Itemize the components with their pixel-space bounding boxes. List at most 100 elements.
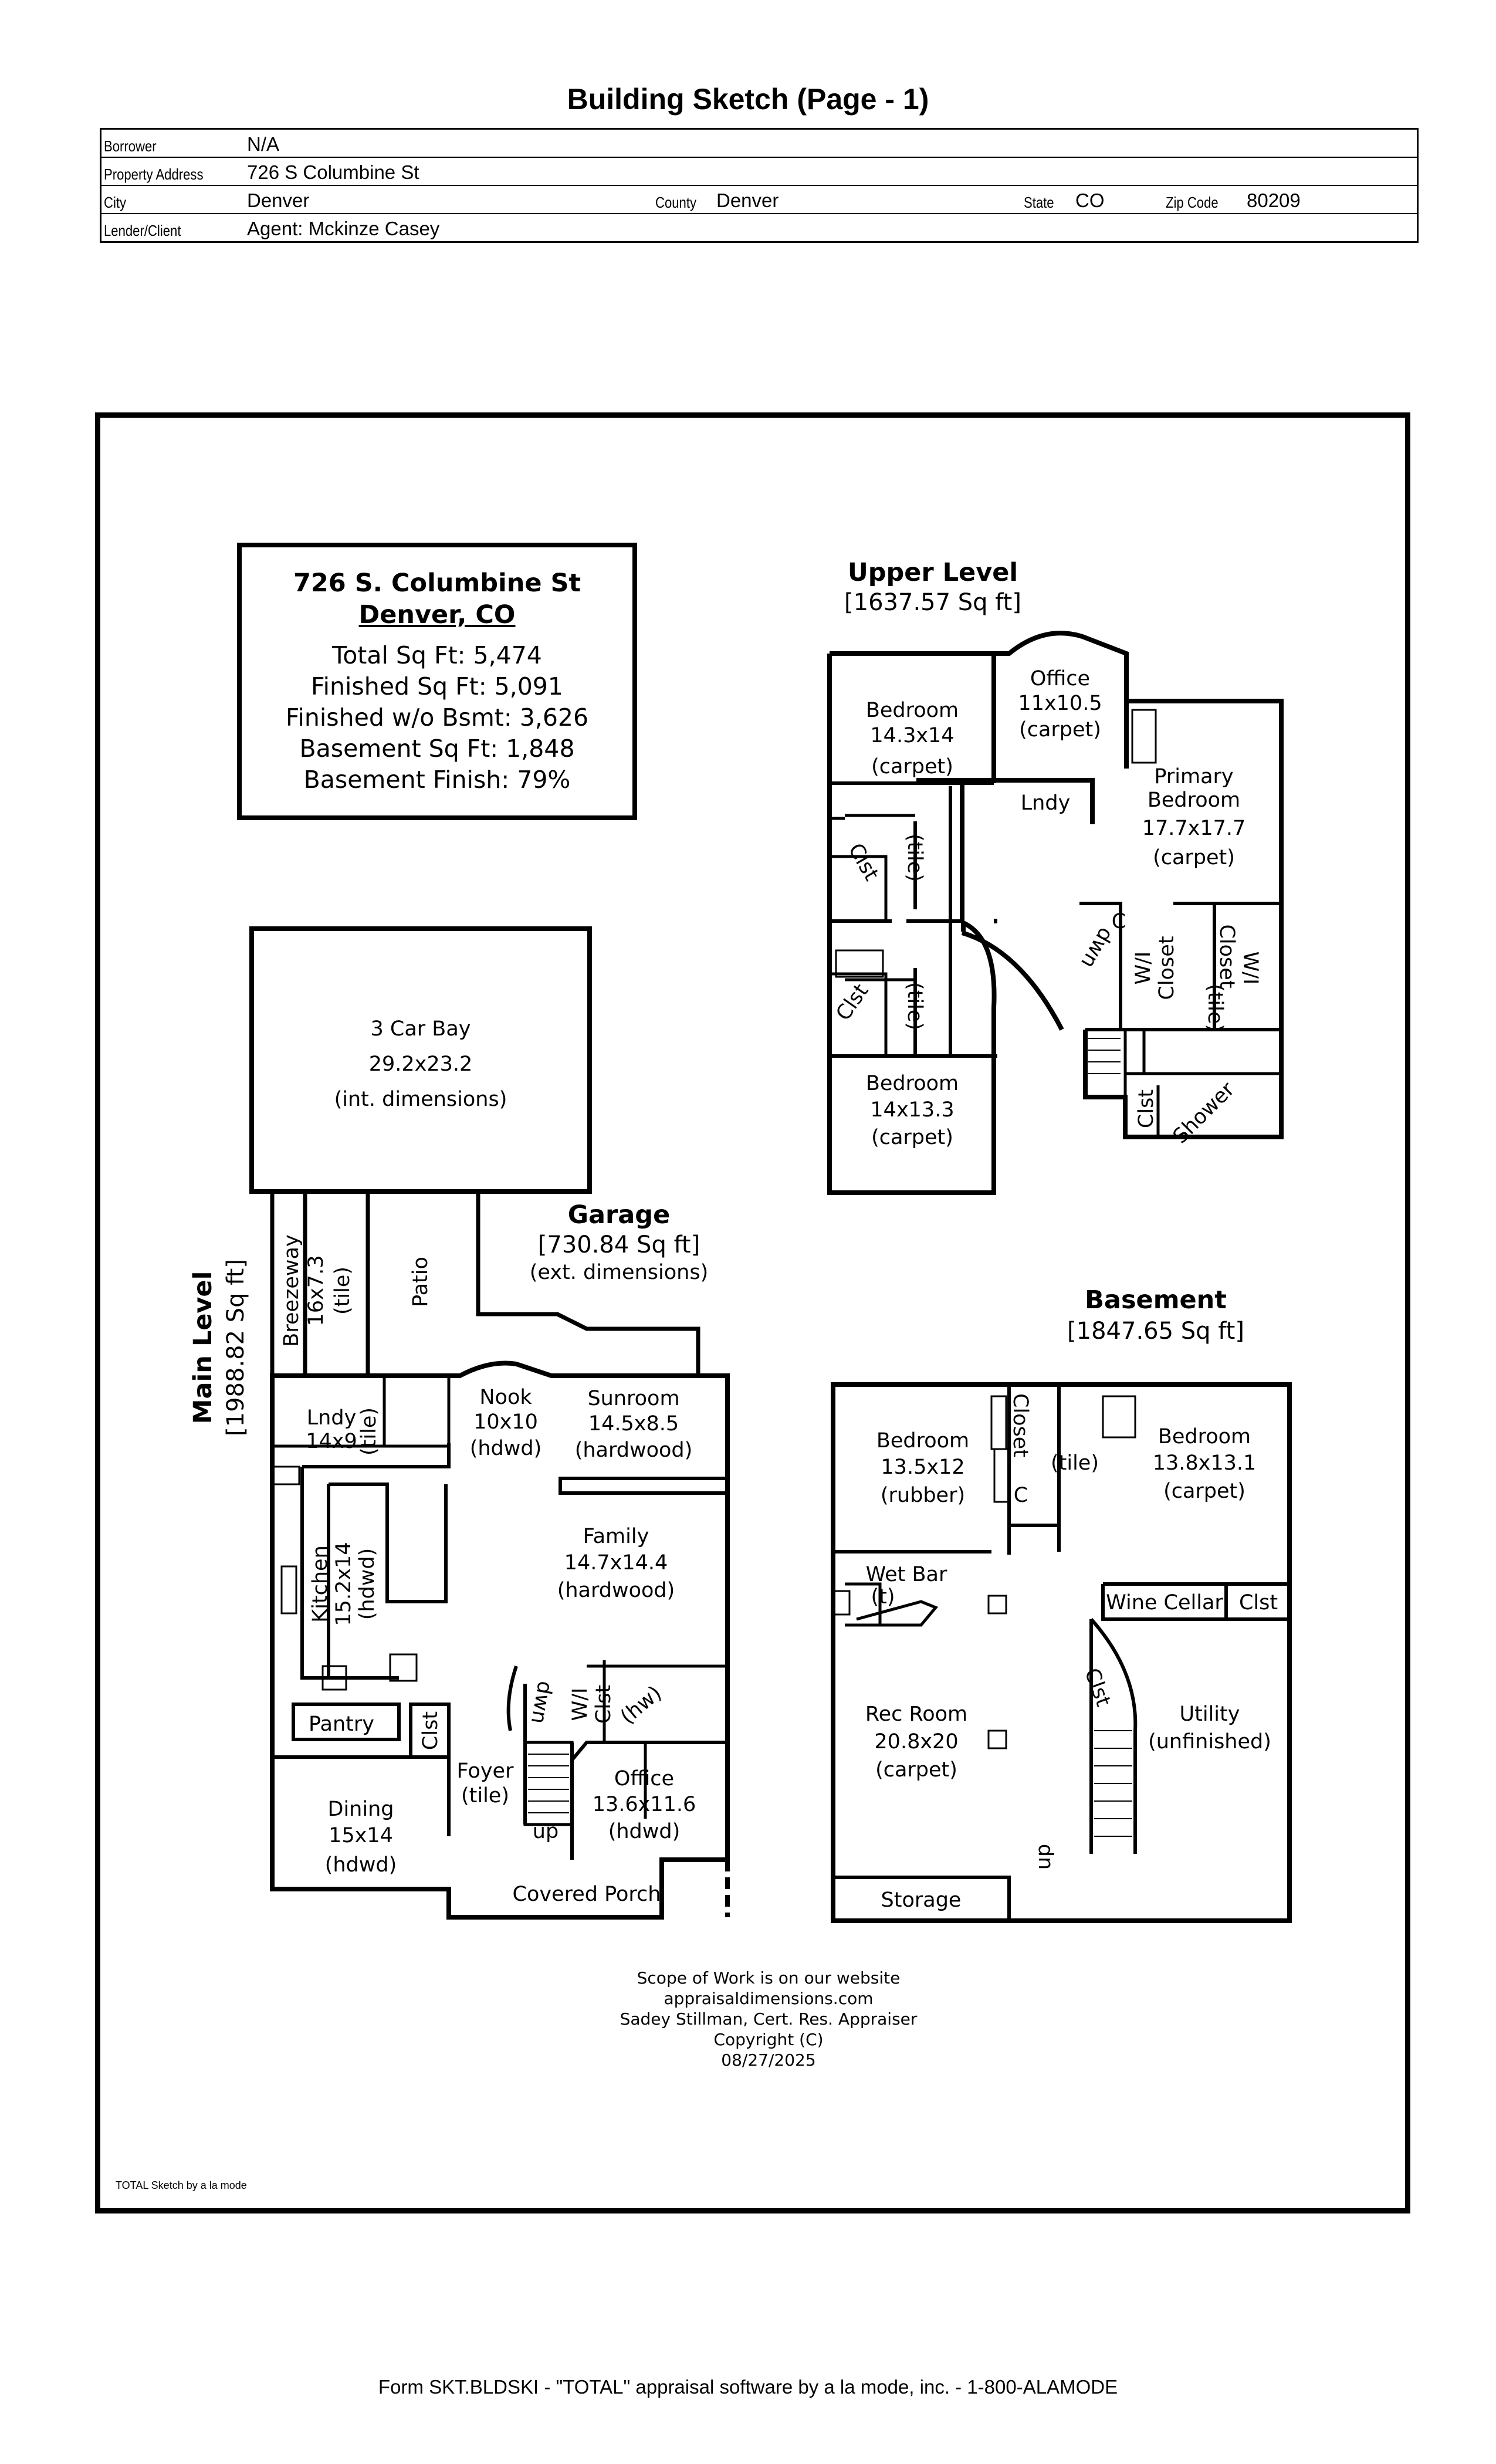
upper-office-name: Office — [1030, 667, 1090, 691]
summary-basement-finish: Basement Finish: 79% — [303, 766, 571, 794]
upper-wi1-a: W/I — [1132, 952, 1155, 985]
bsmt-wetbar-name: Wet Bar — [866, 1563, 947, 1586]
borrower-value: N/A — [247, 133, 280, 155]
upper-office-size: 11x10.5 — [1018, 692, 1102, 715]
upper-lndy: Lndy — [1021, 791, 1071, 815]
upper-level-walls — [827, 631, 1284, 1195]
upper-tile3: (tile) — [1203, 984, 1227, 1032]
summary-total: Total Sq Ft: 5,474 — [332, 641, 542, 669]
upper-bedroom2-floor: (carpet) — [871, 1126, 953, 1149]
upper-wi2-b: Closet — [1215, 924, 1238, 988]
address-label: Property Address — [104, 165, 204, 183]
main-kitchen-size: 15.2x14 — [332, 1542, 356, 1626]
property-header-table: Borrower N/A Property Address 726 S Colu… — [100, 128, 1419, 243]
breezeway-floor: (tile) — [331, 1267, 354, 1315]
bsmt-bedroom1-name: Bedroom — [876, 1429, 969, 1453]
main-clst: Clst — [419, 1711, 442, 1750]
bsmt-bedroom2-floor: (carpet) — [1163, 1480, 1245, 1503]
patio-label: Patio — [409, 1257, 432, 1307]
main-dining-name: Dining — [328, 1798, 394, 1821]
garage-bay-size: 29.2x23.2 — [369, 1052, 473, 1076]
bsmt-c: C — [1014, 1484, 1028, 1507]
bsmt-clst2: Clst — [1079, 1665, 1115, 1710]
bsmt-winecellar: Wine Cellar — [1106, 1591, 1223, 1615]
bsmt-storage: Storage — [881, 1888, 962, 1912]
main-sunroom-floor: (hardwood) — [575, 1439, 693, 1462]
appraiser-credits: Scope of Work is on our website appraisa… — [563, 1968, 974, 2070]
main-dining-floor: (hdwd) — [325, 1853, 397, 1877]
lender-value: Agent: Mckinze Casey — [247, 218, 440, 239]
credits-line5: 08/27/2025 — [721, 2050, 816, 2070]
main-dining-size: 15x14 — [329, 1824, 393, 1847]
fixtures — [272, 709, 1157, 1749]
upper-bedroom2-name: Bedroom — [866, 1072, 959, 1095]
upper-c: C — [1112, 910, 1126, 933]
bsmt-clst: Clst — [1239, 1591, 1278, 1615]
address-row: Property Address 726 S Columbine St — [100, 157, 1418, 186]
main-lndy-size: 14x9 — [306, 1430, 357, 1453]
main-up: up — [533, 1820, 559, 1843]
summary-street: 726 S. Columbine St — [293, 568, 581, 598]
basement-title: Basement — [1085, 1285, 1227, 1315]
main-porch: Covered Porch — [513, 1883, 661, 1906]
upper-tile1: (tile) — [903, 834, 926, 882]
upper-primary-size: 17.7x17.7 — [1142, 817, 1246, 840]
main-level-walls — [270, 1360, 730, 1920]
zip-label: Zip Code — [1166, 194, 1219, 211]
credits-line4: Copyright (C) — [713, 2030, 824, 2049]
main-lndy-name: Lndy — [307, 1406, 357, 1430]
garage-area: [730.84 Sq ft] — [538, 1231, 700, 1258]
bsmt-up: up — [1032, 1844, 1055, 1870]
borrower-row: Borrower N/A — [100, 128, 1418, 158]
main-family-name: Family — [583, 1525, 649, 1548]
credits-line1: Scope of Work is on our website — [637, 1968, 901, 1988]
borrower-label: Borrower — [104, 137, 157, 155]
upper-level-area: [1637.57 Sq ft] — [844, 589, 1021, 616]
upper-level-title: Upper Level — [848, 558, 1018, 587]
main-lndy-tile: (tile) — [357, 1407, 381, 1456]
garage-bay-name: 3 Car Bay — [371, 1017, 471, 1041]
basement-walls — [831, 1382, 1292, 1923]
main-kitchen-name: Kitchen — [309, 1545, 332, 1623]
main-foyer-floor: (tile) — [461, 1784, 509, 1808]
bsmt-bedroom2-name: Bedroom — [1158, 1425, 1251, 1448]
stairs — [528, 1038, 1132, 1837]
zip-value: 80209 — [1247, 189, 1301, 211]
upper-clst1: Clst — [844, 840, 884, 885]
main-hw: (hw) — [616, 1681, 666, 1729]
upper-bedroom1-floor: (carpet) — [871, 755, 953, 779]
main-family-floor: (hardwood) — [557, 1579, 675, 1602]
main-office-size: 13.6x11.6 — [593, 1793, 696, 1816]
breezeway-size: 16x7.3 — [304, 1255, 328, 1326]
summary-city: Denver, CO — [358, 600, 516, 629]
upper-clst3: Clst — [1135, 1089, 1158, 1128]
bsmt-rec-floor: (carpet) — [875, 1758, 957, 1782]
bsmt-bedroom2-size: 13.8x13.1 — [1153, 1451, 1257, 1475]
county-label: County — [655, 194, 697, 211]
main-office-name: Office — [614, 1767, 674, 1791]
upper-bedroom1-size: 14.3x14 — [870, 724, 954, 747]
bsmt-bedroom1-size: 13.5x12 — [881, 1456, 964, 1479]
main-foyer-name: Foyer — [457, 1759, 515, 1783]
main-sunroom-name: Sunroom — [587, 1387, 679, 1410]
bsmt-wetbar-floor: (t) — [871, 1585, 895, 1609]
county-value: Denver — [716, 189, 779, 211]
main-family-size: 14.7x14.4 — [564, 1551, 668, 1575]
main-level-title: Main Level — [188, 1271, 218, 1424]
upper-tile2: (tile) — [903, 982, 926, 1030]
main-wi-b: Clst — [592, 1685, 615, 1724]
breezeway-name: Breezeway — [280, 1234, 303, 1346]
upper-primary-name2: Bedroom — [1148, 788, 1240, 812]
lender-label: Lender/Client — [104, 222, 181, 239]
upper-primary-floor: (carpet) — [1153, 846, 1235, 869]
upper-clst2: Clst — [832, 980, 874, 1025]
city-row: City Denver County Denver State CO Zip C… — [100, 185, 1418, 214]
summary-box: 726 S. Columbine St Denver, CO Total Sq … — [237, 543, 637, 820]
upper-bedroom2-size: 14x13.3 — [870, 1098, 954, 1122]
summary-finished-wo-bsmt: Finished w/o Bsmt: 3,626 — [285, 703, 589, 732]
main-nook-floor: (hdwd) — [470, 1437, 542, 1460]
summary-finished: Finished Sq Ft: 5,091 — [311, 672, 563, 700]
credits-line3: Sadey Stillman, Cert. Res. Appraiser — [620, 2009, 918, 2029]
state-value: CO — [1075, 189, 1105, 211]
